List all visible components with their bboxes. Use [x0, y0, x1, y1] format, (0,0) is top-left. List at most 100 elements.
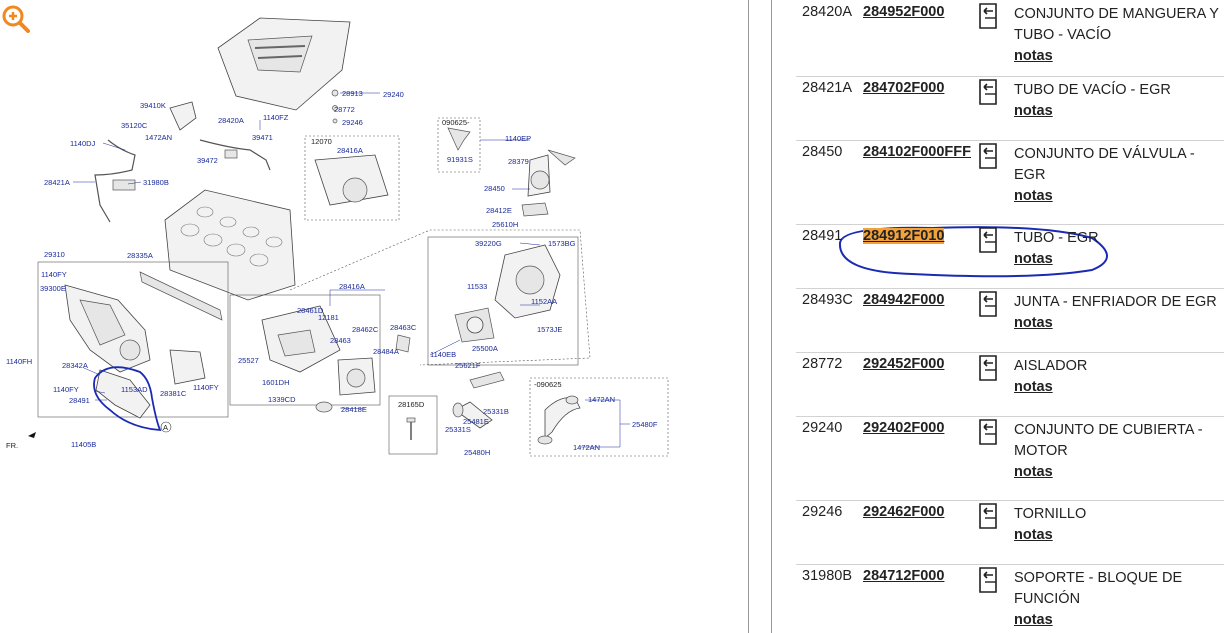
svg-text:39220G: 39220G: [475, 239, 502, 248]
svg-text:28484A: 28484A: [373, 347, 399, 356]
part-number-link[interactable]: 292462F000: [863, 504, 945, 520]
add-to-cart-icon[interactable]: [976, 419, 1000, 445]
part-number-link[interactable]: 284912F010: [863, 228, 945, 244]
notes-link[interactable]: notas: [1014, 612, 1053, 628]
svg-text:25331S: 25331S: [445, 425, 471, 434]
part-description-text: SOPORTE - BLOQUE DE FUNCIÓN: [1014, 570, 1183, 607]
add-to-cart-icon[interactable]: [976, 79, 1000, 105]
part-code: 28493C: [802, 292, 853, 308]
svg-text:28463C: 28463C: [390, 323, 417, 332]
svg-text:29240: 29240: [383, 90, 404, 99]
notes-link[interactable]: notas: [1014, 379, 1053, 395]
add-to-cart-icon[interactable]: [976, 567, 1000, 593]
part-description-text: TUBO - EGR: [1014, 230, 1099, 246]
part-number-link[interactable]: 284952F000: [863, 4, 945, 20]
svg-text:25480H: 25480H: [464, 448, 490, 457]
svg-text:12070: 12070: [311, 137, 332, 146]
svg-text:25610H: 25610H: [492, 220, 518, 229]
notes-link[interactable]: notas: [1014, 188, 1053, 204]
svg-text:28772: 28772: [334, 105, 355, 114]
svg-text:1339CD: 1339CD: [268, 395, 296, 404]
svg-text:11405B: 11405B: [71, 440, 96, 449]
part-row: 28772 292452F000 AISLADOR notas: [796, 353, 1224, 417]
svg-text:1152AA: 1152AA: [531, 297, 557, 306]
svg-text:28335A: 28335A: [127, 251, 153, 260]
svg-text:28381C: 28381C: [160, 389, 187, 398]
svg-text:39300E: 39300E: [40, 284, 66, 293]
svg-text:28342A: 28342A: [62, 361, 88, 370]
part-description-text: TUBO DE VACÍO - EGR: [1014, 82, 1171, 98]
part-number-link[interactable]: 292452F000: [863, 356, 945, 372]
notes-link[interactable]: notas: [1014, 464, 1053, 480]
zoom-in-icon[interactable]: [0, 3, 34, 33]
svg-text:29310: 29310: [44, 250, 65, 259]
notes-link[interactable]: notas: [1014, 103, 1053, 119]
part-description: CONJUNTO DE VÁLVULA - EGR notas: [1014, 144, 1219, 207]
svg-text:12181: 12181: [318, 313, 339, 322]
part-number-link[interactable]: 292402F000: [863, 420, 945, 436]
svg-text:1153AD: 1153AD: [121, 385, 148, 394]
add-to-cart-icon[interactable]: [976, 3, 1000, 29]
svg-text:28379: 28379: [508, 157, 529, 166]
add-to-cart-icon[interactable]: [976, 227, 1000, 253]
part-description: TUBO DE VACÍO - EGR notas: [1014, 80, 1219, 122]
svg-text:28418E: 28418E: [341, 405, 367, 414]
notes-link[interactable]: notas: [1014, 315, 1053, 331]
part-code: 28450: [802, 144, 843, 160]
svg-text:-090625: -090625: [534, 380, 562, 389]
svg-text:1140FY: 1140FY: [41, 270, 67, 279]
add-to-cart-icon[interactable]: [976, 143, 1000, 169]
part-description-text: CONJUNTO DE VÁLVULA - EGR: [1014, 146, 1195, 183]
svg-text:25480F: 25480F: [632, 420, 658, 429]
part-description-text: TORNILLO: [1014, 506, 1087, 522]
svg-text:39472: 39472: [197, 156, 218, 165]
svg-text:1601DH: 1601DH: [262, 378, 290, 387]
part-description-text: CONJUNTO DE MANGUERA Y TUBO - VACÍO: [1014, 6, 1219, 43]
svg-text:1140FZ: 1140FZ: [263, 113, 289, 122]
notes-link[interactable]: notas: [1014, 48, 1053, 64]
svg-text:1472AN: 1472AN: [588, 395, 615, 404]
part-number-link[interactable]: 284102F000FFF: [863, 144, 972, 160]
svg-text:28463: 28463: [330, 336, 351, 345]
svg-text:28450: 28450: [484, 184, 505, 193]
notes-link[interactable]: notas: [1014, 251, 1053, 267]
svg-text:1140FH: 1140FH: [6, 357, 32, 366]
svg-text:91931S: 91931S: [447, 155, 473, 164]
part-number-link[interactable]: 284702F000: [863, 80, 945, 96]
svg-text:1472AN: 1472AN: [573, 443, 600, 452]
add-to-cart-icon[interactable]: [976, 291, 1000, 317]
add-to-cart-icon[interactable]: [976, 503, 1000, 529]
svg-text:090625-: 090625-: [442, 118, 470, 127]
add-to-cart-icon[interactable]: [976, 355, 1000, 381]
part-description: TUBO - EGR notas: [1014, 228, 1219, 270]
part-code: 31980B: [802, 568, 852, 584]
part-code: 28421A: [802, 80, 852, 96]
diagram-labels: 28913 29240 28772 29246 39410K 35120C 14…: [6, 89, 658, 457]
parts-diagram[interactable]: 28913 29240 28772 29246 39410K 35120C 14…: [0, 0, 748, 633]
svg-text:31980B: 31980B: [143, 178, 169, 187]
part-number-link[interactable]: 284712F000: [863, 568, 945, 584]
part-code: 28772: [802, 356, 843, 372]
svg-text:A: A: [163, 423, 168, 432]
svg-text:28913: 28913: [342, 89, 363, 98]
svg-text:28416A: 28416A: [339, 282, 365, 291]
annotation-circle: [93, 366, 162, 431]
svg-text:28461D: 28461D: [297, 306, 324, 315]
svg-text:28416A: 28416A: [337, 146, 363, 155]
svg-text:25621F: 25621F: [455, 361, 481, 370]
part-row: 31980B 284712F000 SOPORTE - BLOQUE DE FUNC…: [796, 565, 1224, 633]
svg-text:1140EP: 1140EP: [505, 134, 531, 143]
notes-link[interactable]: notas: [1014, 527, 1053, 543]
part-number-link[interactable]: 284942F000: [863, 292, 945, 308]
svg-text:1140DJ: 1140DJ: [70, 139, 96, 148]
svg-text:28491: 28491: [69, 396, 90, 405]
part-description-text: AISLADOR: [1014, 358, 1088, 374]
svg-text:1140EB: 1140EB: [430, 350, 456, 359]
